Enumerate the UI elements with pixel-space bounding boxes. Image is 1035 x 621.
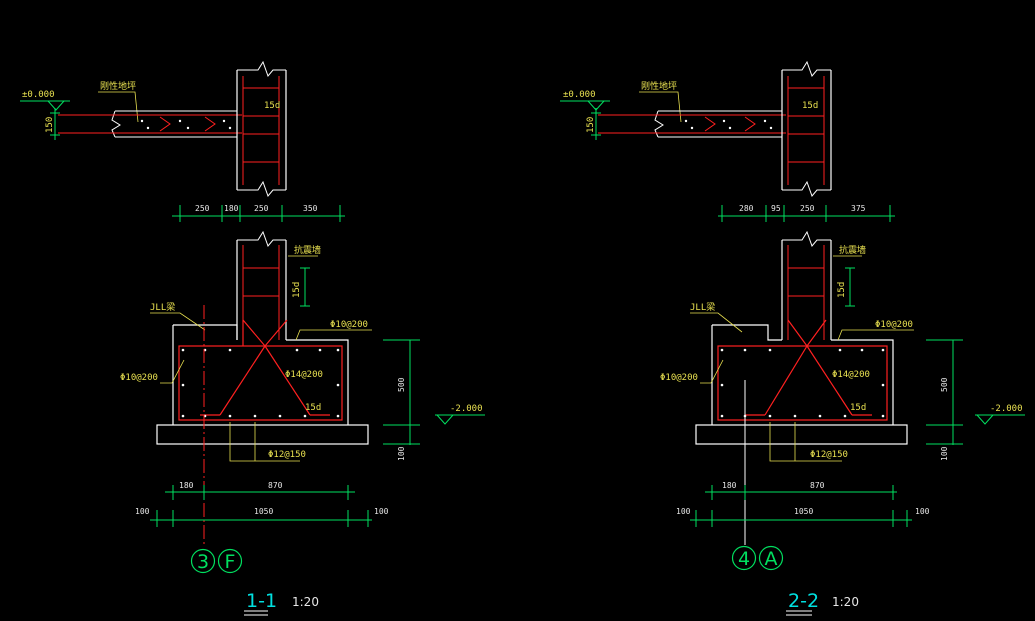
dim-top-2: 95 — [771, 204, 781, 213]
section-2-2: ±0.000 150 刚性地坪 — [560, 60, 1025, 616]
anti-seismic-label: 抗震墙 — [294, 244, 321, 256]
dim-top-4: 350 — [303, 204, 318, 213]
axis-bubble-1: 3 — [197, 551, 209, 573]
height-base-label: 100 — [397, 446, 406, 461]
elevation-bottom-label: -2.000 — [990, 404, 1023, 414]
elevation-marker-bottom: -2.000 — [435, 404, 485, 425]
axis-bubble-2: F — [225, 551, 236, 573]
dim-total-left: 100 — [676, 507, 691, 516]
slab — [111, 110, 237, 138]
rebar-top-label: Φ10@200 — [875, 320, 913, 330]
top-dimensions: 280 95 250 375 — [718, 204, 895, 222]
beam-rebar-cage — [178, 319, 343, 421]
beam-rebar-dots — [720, 348, 885, 418]
rebar-bottom-label: Φ12@150 — [810, 450, 848, 460]
anchor-inner-label: 15d — [305, 403, 321, 413]
lower-wall — [236, 230, 287, 340]
wall-anchor-top: 15d — [264, 101, 280, 111]
dim-top-3: 250 — [800, 204, 815, 213]
axis-bubbles: 3 F — [190, 548, 243, 574]
rebar-bottom-label: Φ12@150 — [268, 450, 306, 460]
top-dimensions: 250 180 250 350 — [172, 204, 345, 222]
anchor-vertical-label: 15d — [292, 282, 302, 298]
wall-anchor-top: 15d — [802, 101, 818, 111]
bottom-dims — [150, 485, 372, 527]
slab-rebar-dots — [140, 119, 232, 130]
section-scale: 1:20 — [292, 595, 319, 609]
rebar-left-label: Φ10@200 — [660, 373, 698, 383]
rebar-diag-label: Φ14@200 — [285, 370, 323, 380]
elevation-bottom-label: -2.000 — [450, 404, 483, 414]
dim-total-left: 100 — [135, 507, 150, 516]
lower-wall — [781, 230, 832, 340]
dim-top-1: 250 — [195, 204, 210, 213]
elevation-top-label: ±0.000 — [563, 90, 596, 100]
axis-bubble-1: 4 — [738, 548, 750, 570]
foundation-beam — [156, 324, 369, 445]
axis-bubble-2: A — [765, 548, 778, 570]
anchor-vertical-label: 15d — [837, 282, 847, 298]
upper-wall: 15d — [781, 60, 832, 197]
dim-top-2: 180 — [224, 204, 239, 213]
upper-wall: 15d — [236, 60, 287, 197]
bottom-dims — [690, 485, 912, 527]
elevation-top-label: ±0.000 — [22, 90, 55, 100]
elevation-marker-bottom: -2.000 — [975, 404, 1025, 425]
elevation-marker-top: ±0.000 — [560, 90, 610, 111]
slab-thickness-label: 150 — [586, 117, 596, 133]
slab-rebar-dots — [684, 119, 773, 130]
beam-label: JLL梁 — [690, 301, 715, 313]
dim-total-main: 1050 — [254, 507, 273, 516]
dim-top-1: 280 — [739, 204, 754, 213]
dim-inner-left: 180 — [179, 481, 194, 490]
dim-inner-main: 870 — [810, 481, 825, 490]
slab-label: 刚性地坪 — [641, 80, 677, 92]
rebar-left-label: Φ10@200 — [120, 373, 158, 383]
height-base-label: 100 — [940, 446, 949, 461]
section-1-1: ±0.000 150 刚性地坪 — [20, 60, 485, 616]
dim-inner-left: 180 — [722, 481, 737, 490]
slab-label: 刚性地坪 — [100, 80, 136, 92]
dim-total-main: 1050 — [794, 507, 813, 516]
anti-seismic-label: 抗震墙 — [839, 244, 866, 256]
dim-total-right: 100 — [374, 507, 389, 516]
height-main-label: 500 — [397, 377, 406, 392]
dim-top-3: 250 — [254, 204, 269, 213]
anchor-inner-label: 15d — [850, 403, 866, 413]
section-scale: 1:20 — [832, 595, 859, 609]
elevation-marker-top: ±0.000 — [20, 90, 70, 111]
dim-top-4: 375 — [851, 204, 866, 213]
right-height-dims — [383, 339, 420, 445]
beam-rebar-cage — [717, 319, 888, 421]
section-title-text: 1-1 — [246, 590, 277, 612]
slab — [654, 110, 782, 138]
height-main-label: 500 — [940, 377, 949, 392]
dim-total-right: 100 — [915, 507, 930, 516]
beam-label: JLL梁 — [150, 301, 175, 313]
right-height-dims — [926, 339, 963, 445]
section-title: 2-2 1:20 — [786, 590, 859, 616]
axis-bubbles: 4 A — [731, 545, 784, 571]
rebar-diag-label: Φ14@200 — [832, 370, 870, 380]
section-title: 1-1 1:20 — [244, 590, 319, 616]
slab-thickness-label: 150 — [45, 117, 55, 133]
dim-inner-main: 870 — [268, 481, 283, 490]
rebar-top-label: Φ10@200 — [330, 320, 368, 330]
section-title-text: 2-2 — [788, 590, 819, 612]
foundation-beam — [695, 324, 908, 445]
